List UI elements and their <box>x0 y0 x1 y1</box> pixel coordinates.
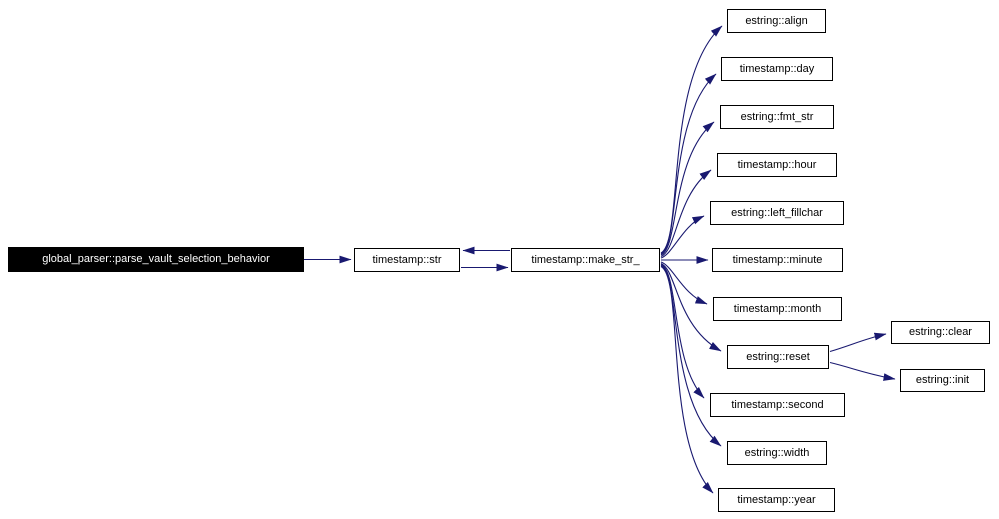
node-timestamp-make-str[interactable]: timestamp::make_str_ <box>511 248 660 272</box>
edge-make-str-to-hour <box>660 169 712 258</box>
edge-make-str-to-year <box>660 266 714 494</box>
edge-make-str-to-reset <box>660 262 722 352</box>
node-timestamp-second[interactable]: timestamp::second <box>710 393 845 417</box>
edge-make-str-to-day <box>660 73 717 255</box>
edge-make-str-to-left-fillchar <box>660 215 705 259</box>
edge-make-str-to-month <box>660 261 708 305</box>
edge-make-str-to-second <box>660 263 705 399</box>
node-estring-left-fillchar[interactable]: estring::left_fillchar <box>710 201 844 225</box>
edge-make-str-to-width <box>660 265 722 447</box>
edge-make-str-to-fmt-str <box>660 121 715 256</box>
node-timestamp-month[interactable]: timestamp::month <box>713 297 842 321</box>
node-estring-fmt-str[interactable]: estring::fmt_str <box>720 105 834 129</box>
node-timestamp-hour[interactable]: timestamp::hour <box>717 153 837 177</box>
node-estring-clear[interactable]: estring::clear <box>891 321 990 344</box>
node-estring-init[interactable]: estring::init <box>900 369 985 392</box>
node-timestamp-str[interactable]: timestamp::str <box>354 248 460 272</box>
node-global-parser-parse-vault-selection-behavior: global_parser::parse_vault_selection_beh… <box>8 247 304 272</box>
node-timestamp-minute[interactable]: timestamp::minute <box>712 248 843 272</box>
node-timestamp-day[interactable]: timestamp::day <box>721 57 833 81</box>
node-estring-align[interactable]: estring::align <box>727 9 826 33</box>
node-estring-width[interactable]: estring::width <box>727 441 827 465</box>
edge-reset-to-clear <box>829 332 887 353</box>
edge-reset-to-init <box>829 361 896 381</box>
node-timestamp-year[interactable]: timestamp::year <box>718 488 835 512</box>
node-estring-reset[interactable]: estring::reset <box>727 345 829 369</box>
